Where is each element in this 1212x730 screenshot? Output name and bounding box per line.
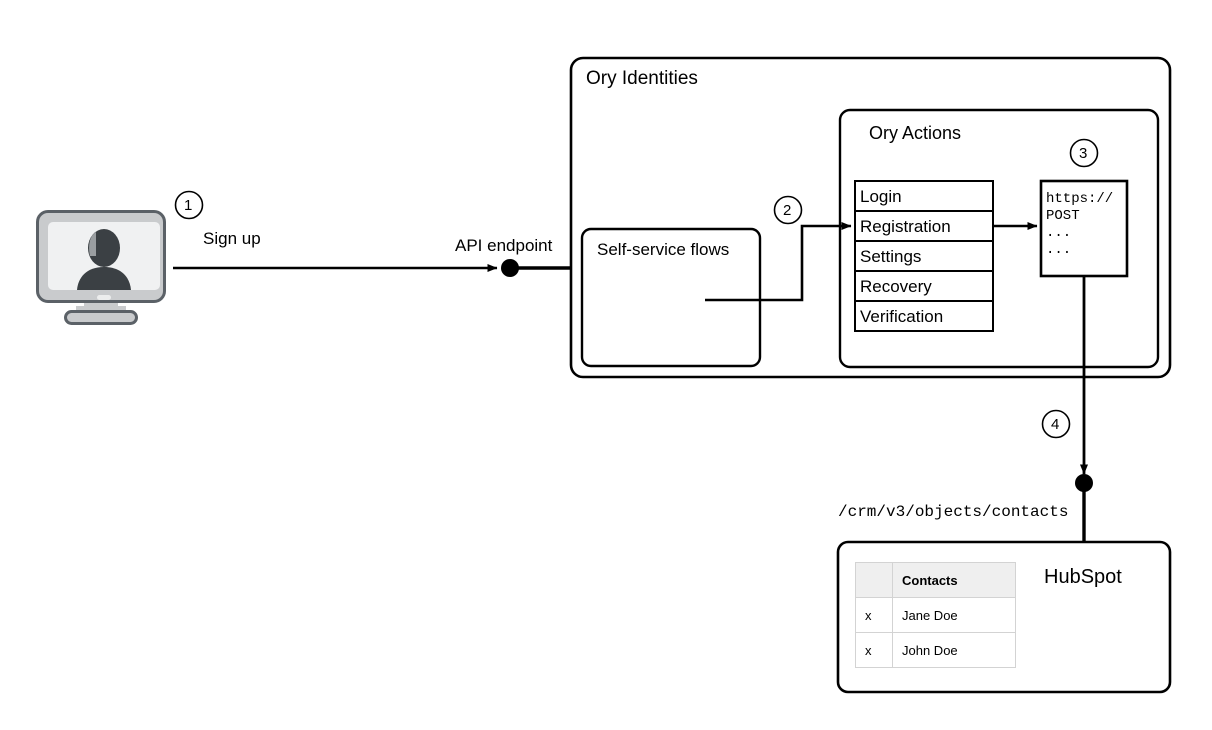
table-row[interactable]: x Jane Doe [855, 597, 1016, 633]
webhook-line-method: POST [1046, 208, 1080, 224]
ory-actions-title: Ory Actions [869, 123, 962, 143]
flow-list-row-verification [854, 300, 994, 332]
step-1-label: 1 [184, 197, 193, 214]
hubspot-endpoint-dot [1075, 474, 1093, 492]
table-row[interactable]: x John Doe [855, 632, 1016, 668]
self-service-flows-title: Self-service flows [597, 240, 730, 259]
webhook-line-url: https:// [1046, 191, 1114, 207]
flow-item-login[interactable]: Login [860, 187, 902, 206]
step-2-label: 2 [783, 202, 792, 219]
hubspot-title: HubSpot [1044, 566, 1122, 588]
step-4-circle [1041, 409, 1071, 439]
flow-item-recovery[interactable]: Recovery [860, 277, 932, 296]
sign-up-label: Sign up [203, 229, 261, 248]
api-endpoint-dot [501, 259, 519, 277]
step-3-circle [1069, 138, 1099, 168]
step-1-circle [174, 190, 204, 220]
flow-item-verification[interactable]: Verification [860, 307, 944, 326]
user-avatar-icon [77, 229, 131, 290]
ory-identities-title: Ory Identities [586, 68, 698, 89]
user-monitor-icon [36, 210, 166, 325]
webhook-line-ellipsis-1: ... [1046, 225, 1072, 241]
flow-item-registration[interactable]: Registration [860, 217, 951, 236]
monitor-body [36, 210, 166, 303]
flow-item-settings[interactable]: Settings [860, 247, 922, 266]
hubspot-contacts-table: Contacts x Jane Doe x John Doe [855, 562, 1016, 668]
api-endpoint-label: API endpoint [455, 236, 553, 255]
flow-list [854, 180, 994, 332]
table-cell-name-jane: Jane Doe [892, 597, 1016, 633]
monitor-screen [48, 222, 160, 290]
crm-path-label: /crm/v3/objects/contacts [838, 503, 1069, 521]
webhook-line-ellipsis-2: ... [1046, 242, 1072, 258]
arrow-flows-to-registration [705, 222, 852, 302]
table-cell-select-jane[interactable]: x [855, 597, 893, 633]
step-2-circle [773, 195, 803, 225]
step-4-label: 4 [1051, 416, 1060, 433]
monitor-base [64, 310, 138, 325]
self-service-flows-box [580, 227, 762, 368]
table-header-select [855, 562, 893, 598]
table-header-row: Contacts [855, 562, 1016, 598]
table-cell-select-john[interactable]: x [855, 632, 893, 668]
flow-list-row-login [854, 180, 994, 212]
step-3-label: 3 [1079, 145, 1088, 162]
table-header-contacts: Contacts [892, 562, 1016, 598]
table-cell-name-john: John Doe [892, 632, 1016, 668]
monitor-power-led [97, 295, 111, 300]
